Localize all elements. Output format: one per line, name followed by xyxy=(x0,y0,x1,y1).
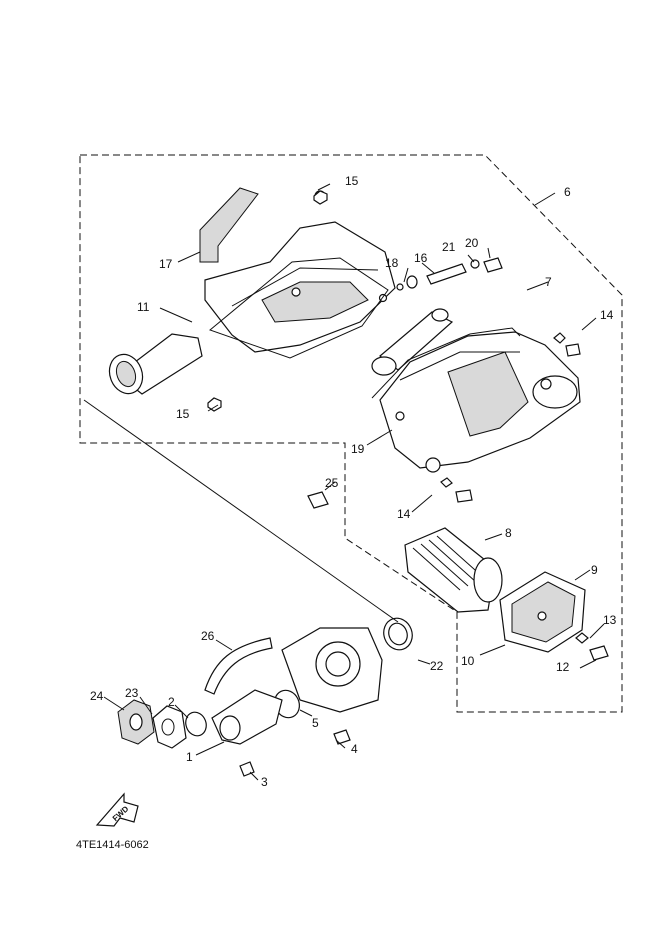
part-9-element-cap xyxy=(499,571,586,653)
part-20-plug xyxy=(483,257,503,273)
callout-1: 1 xyxy=(186,750,193,764)
callout-7: 7 xyxy=(545,275,552,289)
part-15-nut-lower xyxy=(207,397,222,412)
part-7-hose xyxy=(371,308,454,376)
callout-15-upper: 15 xyxy=(345,174,359,188)
callout-11: 11 xyxy=(137,300,150,314)
leader-lines xyxy=(83,183,605,781)
part-25-bolt xyxy=(307,491,329,509)
part-14-screw-lower xyxy=(440,477,473,503)
callout-26: 26 xyxy=(201,629,215,643)
part-6-case-body xyxy=(379,331,581,473)
callout-23: 23 xyxy=(125,686,139,700)
callout-24: 24 xyxy=(90,689,104,703)
callout-18: 18 xyxy=(385,256,399,270)
part-1-joint xyxy=(211,689,283,745)
callout-5: 5 xyxy=(312,716,319,730)
callout-13: 13 xyxy=(603,613,617,627)
part-2-o-ring xyxy=(185,711,207,737)
callout-16: 16 xyxy=(414,251,428,265)
part-18-clamp xyxy=(396,275,418,291)
part-26-hose xyxy=(204,637,273,695)
callout-8: 8 xyxy=(505,526,512,540)
part-17-seal xyxy=(199,187,259,263)
callout-14-lower: 14 xyxy=(397,507,411,521)
callout-17: 17 xyxy=(159,257,173,271)
part-12-screw xyxy=(589,645,609,661)
assembly-boundary xyxy=(79,154,623,713)
callout-10: 10 xyxy=(461,654,475,668)
document-code: 4TE1414-6062 xyxy=(76,839,149,851)
part-22-clamp xyxy=(383,617,413,651)
part-14-screw-upper xyxy=(553,332,581,357)
callout-14-upper: 14 xyxy=(600,308,614,322)
part-16-tube xyxy=(426,263,467,285)
callout-20: 20 xyxy=(465,236,479,250)
callout-22: 22 xyxy=(430,659,444,673)
fwd-arrow-icon: FWD xyxy=(95,792,139,827)
part-6-case-cover xyxy=(204,190,396,353)
callout-9: 9 xyxy=(591,563,598,577)
callout-19: 19 xyxy=(351,442,365,456)
case-gasket xyxy=(208,257,389,359)
callout-21: 21 xyxy=(442,240,456,254)
part-24-insulator xyxy=(117,699,155,745)
part-13-nut xyxy=(575,632,589,644)
callout-2: 2 xyxy=(168,695,175,709)
part-21-clip xyxy=(470,259,480,269)
part-19-gasket xyxy=(371,327,521,399)
callout-labels: 6 15 17 11 15 18 16 21 20 7 14 19 25 14 … xyxy=(90,174,617,789)
callout-6: 6 xyxy=(564,185,571,199)
part-11-intake-duct xyxy=(108,333,203,395)
carburetor xyxy=(281,627,383,713)
callout-3: 3 xyxy=(261,775,268,789)
callout-12: 12 xyxy=(556,660,570,674)
part-4-screw xyxy=(333,729,351,745)
callout-25: 25 xyxy=(325,476,339,490)
part-8-filter-element xyxy=(404,527,503,613)
part-15-nut-upper xyxy=(313,190,328,205)
callout-4: 4 xyxy=(351,742,358,756)
part-23-gasket xyxy=(152,705,187,749)
callout-15-lower: 15 xyxy=(176,407,190,421)
